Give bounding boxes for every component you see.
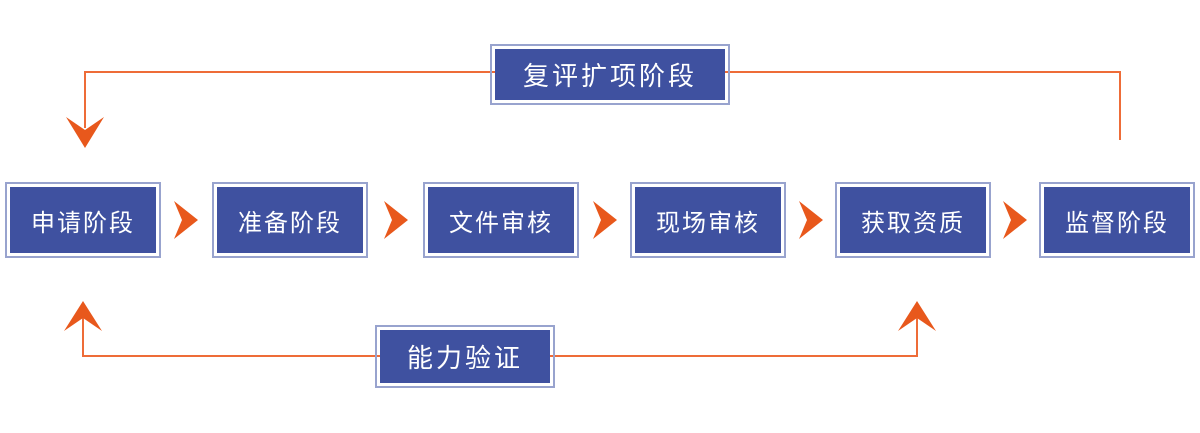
stage-box-application: 申请阶段 xyxy=(5,182,161,258)
chevron-right-icon xyxy=(384,201,408,239)
stage-box-label: 监督阶段 xyxy=(1065,209,1169,237)
stage-box-label: 准备阶段 xyxy=(238,209,342,237)
chevron-right-icon xyxy=(799,201,823,239)
loop-box-proficiency-testing: 能力验证 xyxy=(375,325,555,388)
arrow-up-icon xyxy=(64,301,102,331)
arrow-down-icon xyxy=(66,117,104,148)
stage-box-label: 申请阶段 xyxy=(31,209,135,237)
stage-box-supervision: 监督阶段 xyxy=(1039,182,1195,258)
stage-box-onsite-review: 现场审核 xyxy=(630,182,786,258)
loop-box-label: 能力验证 xyxy=(406,343,523,373)
chevron-right-icon xyxy=(1003,201,1027,239)
arrow-up-icon xyxy=(898,301,936,331)
loop-box-label: 复评扩项阶段 xyxy=(522,61,697,91)
loop-box-reassessment-expansion: 复评扩项阶段 xyxy=(490,44,730,105)
stage-box-preparation: 准备阶段 xyxy=(212,182,368,258)
stage-box-label: 文件审核 xyxy=(449,209,553,237)
stage-box-label: 现场审核 xyxy=(656,209,760,237)
stage-box-document-review: 文件审核 xyxy=(423,182,579,258)
stage-box-obtain-qualification: 获取资质 xyxy=(835,182,991,258)
chevron-right-icon xyxy=(593,201,617,239)
chevron-right-icon xyxy=(174,201,198,239)
stage-box-label: 获取资质 xyxy=(861,209,965,237)
